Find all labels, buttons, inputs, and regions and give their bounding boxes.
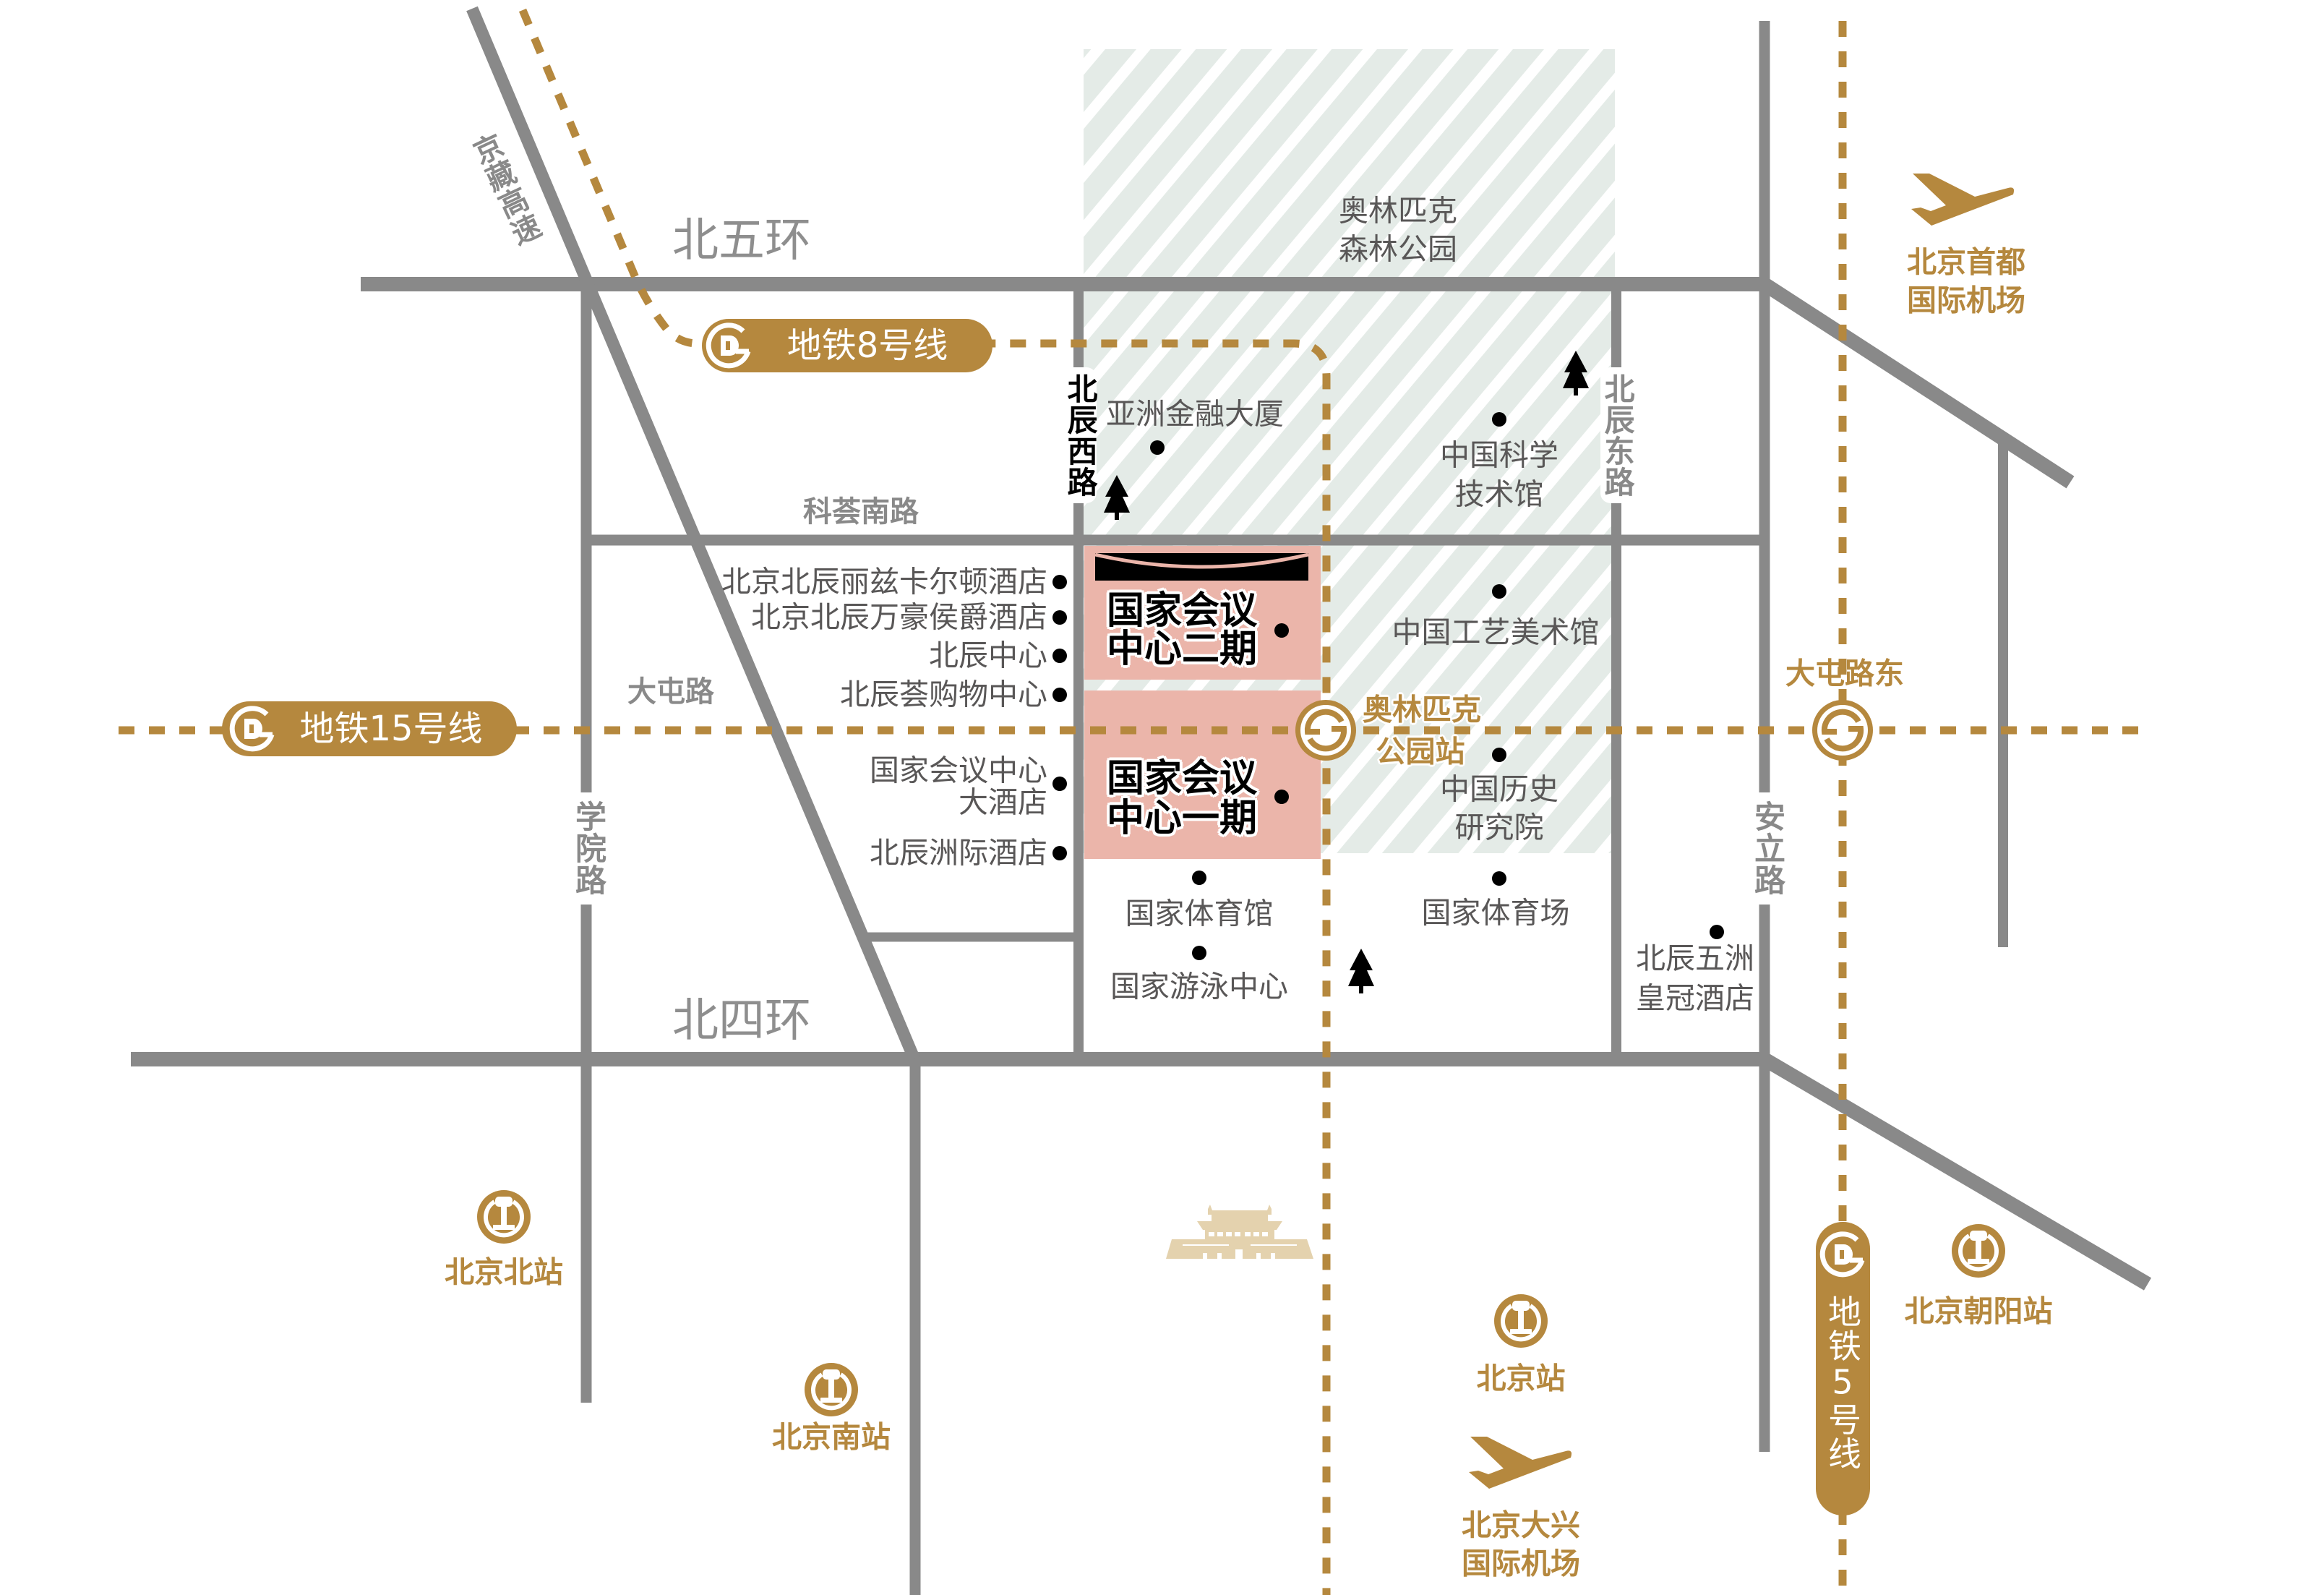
venue-phase1-label-line2: 中心一期 <box>1106 797 1258 840</box>
line8-badge <box>702 319 992 372</box>
dot-marker-icon <box>1274 790 1289 804</box>
poi-wuzhou-crowne-plaza-line2: 皇冠酒店 <box>1636 980 1754 1016</box>
road-label-north-5th-ring: 北五环 <box>672 214 811 268</box>
dot-marker-icon <box>1492 748 1506 762</box>
beijing-station-label: 北京站 <box>1476 1361 1566 1396</box>
station-olympic-park-line1: 奥林匹克 <box>1363 692 1481 727</box>
hotel-marriott-marquis: 北京北辰万豪侯爵酒店 <box>751 599 1047 635</box>
hotel-cnc-grand-line1: 国家会议中心 <box>870 753 1047 788</box>
dot-marker-icon <box>1192 871 1206 885</box>
dot-marker-icon <box>1192 946 1206 960</box>
poi-national-aquatics-center: 国家游泳中心 <box>1110 969 1288 1004</box>
airplane-icon <box>1911 174 2015 226</box>
poi-academy-of-history-line2: 研究院 <box>1454 810 1544 845</box>
road-label-anli: 安立路 <box>1749 800 1785 896</box>
venue-phase2-label-line2: 中心二期 <box>1106 628 1258 671</box>
subway-line-8 <box>518 8 1331 1595</box>
beijing-chaoyang-station-label: 北京朝阳站 <box>1904 1293 2053 1329</box>
dot-marker-icon <box>1150 440 1165 455</box>
line8-badge-label: 地铁8号线 <box>786 325 948 366</box>
road-label-north-4th-ring: 北四环 <box>672 994 811 1048</box>
road-label-xueyuan: 学院路 <box>570 800 606 896</box>
dot-marker-icon <box>1052 688 1067 702</box>
venue-phase1-label-line1: 国家会议 <box>1106 757 1258 800</box>
line5-badge-label: 地铁5号线 <box>1823 1294 1862 1471</box>
poi-olympic-forest-park-line2: 森林公园 <box>1339 231 1457 267</box>
dot-marker-icon <box>1052 610 1067 625</box>
road-label-backgrounds <box>571 367 1783 905</box>
dot-marker-icon <box>1052 846 1067 860</box>
dot-marker-icon <box>1710 925 1724 939</box>
subway-transfer-station-icon <box>1295 700 1356 761</box>
tiananmen-icon <box>1166 1205 1313 1259</box>
road-label-kehui-south: 科荟南路 <box>803 495 919 529</box>
station-olympic-park-line2: 公园站 <box>1376 734 1465 769</box>
dot-marker-icon <box>1052 649 1067 663</box>
china-railway-icon <box>1952 1224 2005 1278</box>
dot-marker-icon <box>1274 623 1289 638</box>
beijing-south-station-label: 北京南站 <box>772 1419 891 1455</box>
hotel-intercontinental: 北辰洲际酒店 <box>870 835 1047 871</box>
china-railway-icon <box>477 1190 531 1244</box>
line15-badge-label: 地铁15号线 <box>299 709 483 749</box>
dot-marker-icon <box>1492 412 1506 427</box>
daxing-airport-label-line2: 国际机场 <box>1462 1546 1580 1581</box>
beijing-north-station-label: 北京北站 <box>445 1254 563 1290</box>
hotel-ritz-carlton: 北京北辰丽兹卡尔顿酒店 <box>721 564 1047 599</box>
subway-transfer-station-icon <box>1812 700 1873 761</box>
tree-icon <box>1348 949 1374 993</box>
road-label-beichen-west: 北辰西路 <box>1063 373 1098 497</box>
poi-beichen-center: 北辰中心 <box>929 638 1047 673</box>
poi-national-stadium: 国家体育场 <box>1421 895 1570 931</box>
dot-marker-icon <box>1052 575 1067 589</box>
capital-airport-label-line1: 北京首都 <box>1907 244 2025 280</box>
road-jingzang-expressway <box>466 6 920 1062</box>
road-label-datun: 大屯路 <box>627 675 714 709</box>
dot-marker-icon <box>1052 777 1067 791</box>
line15-badge <box>222 701 517 756</box>
airplane-icon <box>1469 1437 1572 1489</box>
poi-olympic-forest-park-line1: 奥林匹克 <box>1339 193 1457 228</box>
road-label-beichen-east: 北辰东路 <box>1600 373 1635 497</box>
poi-markers <box>1052 412 1724 960</box>
poi-asia-financial-tower: 亚洲金融大厦 <box>1106 396 1284 432</box>
poi-science-museum-line2: 技术馆 <box>1454 476 1544 512</box>
china-railway-icon <box>1494 1294 1548 1348</box>
venue-phase1-block <box>1084 690 1321 859</box>
hotel-cnc-grand-line2: 大酒店 <box>959 784 1047 820</box>
poi-science-museum-line1: 中国科学 <box>1440 437 1558 473</box>
poi-national-indoor-stadium: 国家体育馆 <box>1125 896 1274 931</box>
dot-marker-icon <box>1492 584 1506 599</box>
convention-center-roof-icon <box>1094 552 1309 581</box>
venue-phase2-label-line1: 国家会议 <box>1106 589 1258 633</box>
dot-marker-icon <box>1492 871 1506 886</box>
china-railway-icon <box>805 1363 858 1416</box>
poi-arts-crafts-museum: 中国工艺美术馆 <box>1392 615 1600 650</box>
station-datun-road-east: 大屯路东 <box>1785 656 1904 691</box>
line5-badge <box>1816 1222 1870 1515</box>
poi-academy-of-history-line1: 中国历史 <box>1440 771 1558 807</box>
poi-wuzhou-crowne-plaza-line1: 北辰五洲 <box>1636 941 1754 976</box>
poi-beichen-mall: 北辰荟购物中心 <box>840 677 1047 712</box>
capital-airport-label-line2: 国际机场 <box>1907 283 2025 318</box>
daxing-airport-label-line1: 北京大兴 <box>1462 1508 1580 1543</box>
